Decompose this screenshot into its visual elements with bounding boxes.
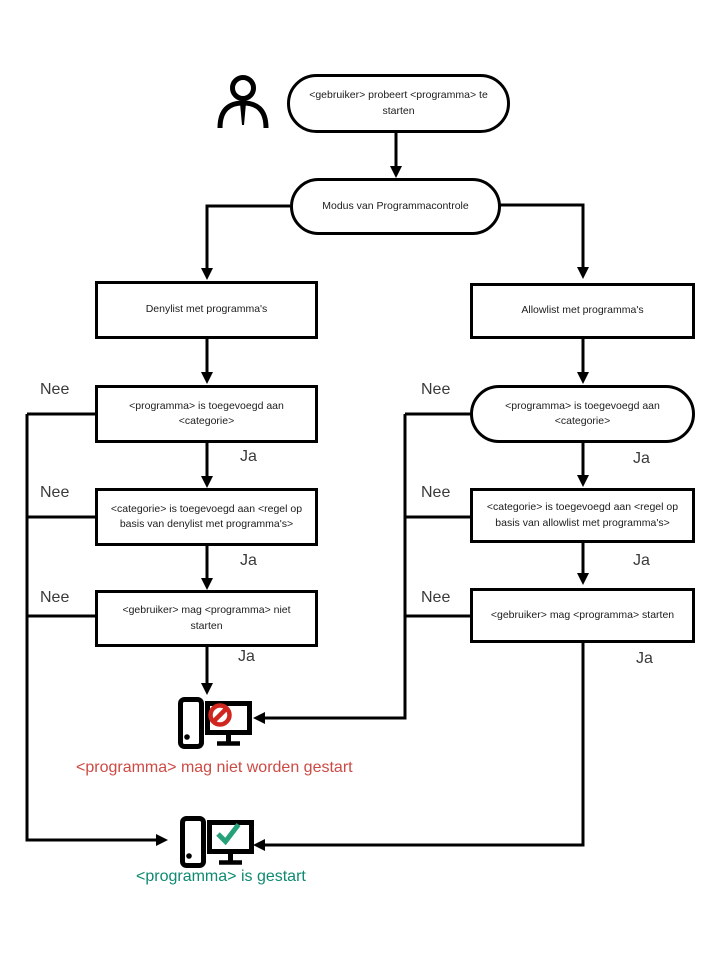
label-ja-allow-2: Ja	[633, 552, 650, 569]
node-allowlist: Allowlist met programma's	[470, 283, 695, 339]
blocked-outcome-text: <programma> mag niet worden gestart	[76, 759, 353, 776]
node-allow-result: <gebruiker> mag <programma> starten	[470, 588, 695, 643]
label-nee-deny-2: Nee	[40, 484, 70, 501]
label-nee-deny-3: Nee	[40, 589, 70, 606]
wire-allow-result-to-started	[265, 643, 585, 847]
user-icon	[217, 75, 269, 129]
node-denylist: Denylist met programma's	[95, 281, 318, 339]
node-start: <gebruiker> probeert <programma> te star…	[287, 74, 510, 133]
node-deny-check-program: <programma> is toegevoegd aan <categorie…	[95, 385, 318, 443]
node-deny-check-category: <categorie> is toegevoegd aan <regel op …	[95, 488, 318, 546]
computer-blocked-icon	[178, 697, 252, 749]
node-deny-result: <gebruiker> mag <programma> niet starten	[95, 590, 318, 647]
label-ja-allow-1: Ja	[633, 450, 650, 467]
label-ja-deny-3: Ja	[238, 648, 255, 665]
node-mode: Modus van Programmacontrole	[290, 178, 501, 235]
label-ja-deny-2: Ja	[240, 552, 257, 569]
wire-right-nee-rail	[265, 412, 470, 720]
check-sign	[216, 822, 241, 846]
computer-started-icon	[180, 816, 254, 868]
wire-left-nee-rail	[25, 412, 156, 842]
label-nee-allow-3: Nee	[421, 589, 451, 606]
node-allow-check-program: <programma> is toegevoegd aan <categorie…	[470, 385, 695, 443]
node-allow-check-category: <categorie> is toegevoegd aan <regel op …	[470, 488, 695, 543]
label-nee-deny-1: Nee	[40, 381, 70, 398]
started-outcome-text: <programma> is gestart	[136, 868, 306, 885]
label-ja-allow-3: Ja	[636, 650, 653, 667]
prohibited-sign	[208, 703, 232, 727]
wire-mode-to-denylist	[205, 204, 290, 270]
label-ja-deny-1: Ja	[240, 448, 257, 465]
label-nee-allow-1: Nee	[421, 381, 451, 398]
arrowheads	[156, 166, 589, 851]
wire-mode-to-allowlist	[500, 203, 585, 269]
label-nee-allow-2: Nee	[421, 484, 451, 501]
